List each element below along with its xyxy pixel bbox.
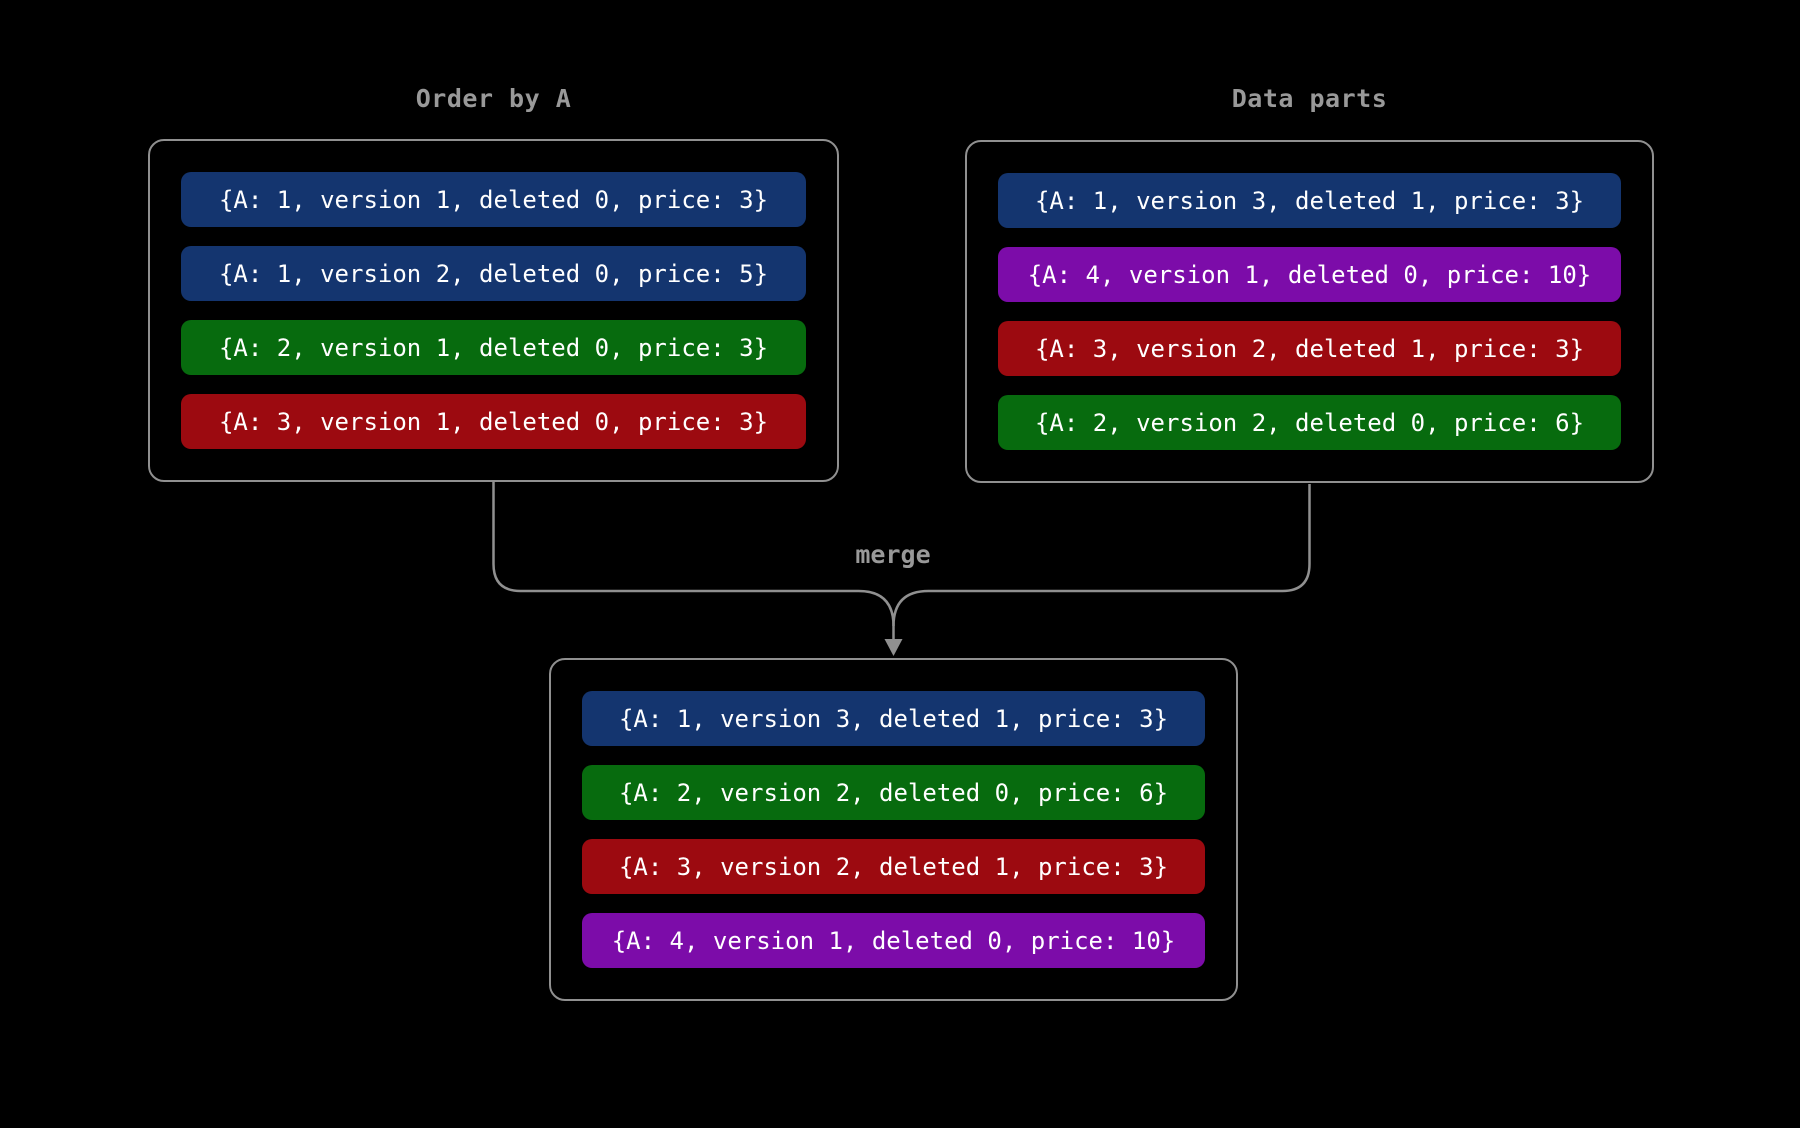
table-row: {A: 4, version 1, deleted 0, price: 10} [582,913,1205,968]
table-row: {A: 1, version 1, deleted 0, price: 3} [181,172,806,227]
table-row: {A: 3, version 2, deleted 1, price: 3} [998,321,1621,376]
order-by-a-box: {A: 1, version 1, deleted 0, price: 3} {… [148,139,839,482]
table-row: {A: 2, version 2, deleted 0, price: 6} [998,395,1621,450]
order-by-a-title: Order by A [415,84,572,113]
table-row: {A: 2, version 2, deleted 0, price: 6} [582,765,1205,820]
table-row: {A: 3, version 1, deleted 0, price: 3} [181,394,806,449]
table-row: {A: 2, version 1, deleted 0, price: 3} [181,320,806,375]
table-row: {A: 1, version 2, deleted 0, price: 5} [181,246,806,301]
arrowhead-icon [884,639,903,656]
table-row: {A: 1, version 3, deleted 1, price: 3} [998,173,1621,228]
table-row: {A: 4, version 1, deleted 0, price: 10} [998,247,1621,302]
data-parts-box: {A: 1, version 3, deleted 1, price: 3} {… [965,140,1654,483]
data-parts-title: Data parts [1231,84,1388,113]
table-row: {A: 1, version 3, deleted 1, price: 3} [582,691,1205,746]
table-row: {A: 3, version 2, deleted 1, price: 3} [582,839,1205,894]
merged-result-box: {A: 1, version 3, deleted 1, price: 3} {… [549,658,1238,1001]
merge-label: merge [855,540,931,569]
